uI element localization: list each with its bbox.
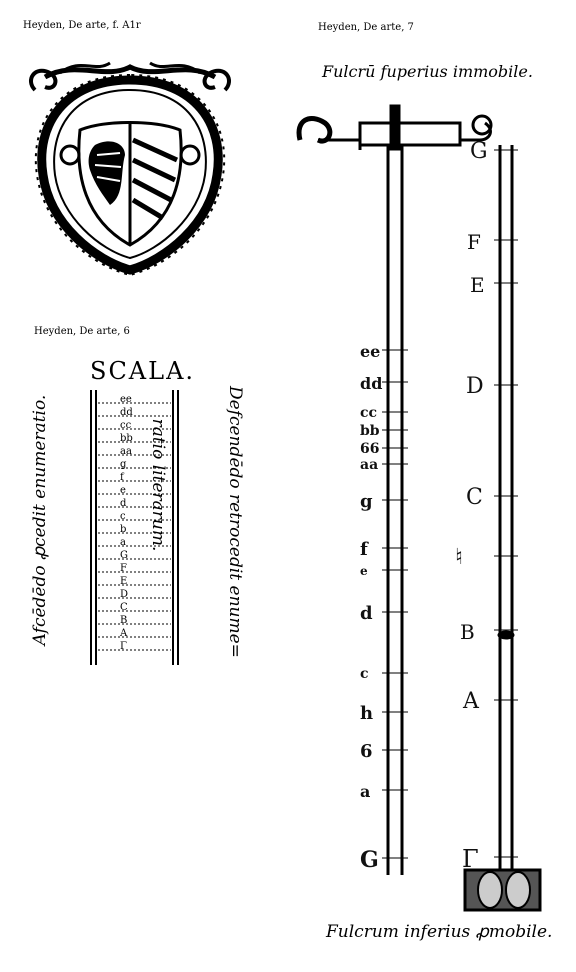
ladder-letter: E: [120, 576, 128, 587]
scala-right-vertical-text-1: Defcendēdo retrocedit enume=: [225, 386, 245, 658]
monochord-right-letter: G: [470, 139, 488, 164]
ladder-letter: f: [120, 472, 124, 483]
monochord-right-letter: F: [467, 230, 481, 254]
ladder-letter: ee: [120, 394, 132, 405]
monochord-right-letter: C: [466, 485, 483, 510]
monochord-left-letter: ee: [360, 342, 381, 361]
ladder-letter: c: [120, 511, 126, 522]
heraldic-crest-icon: [29, 61, 231, 277]
ladder-letter: Γ: [120, 641, 127, 652]
monochord-left-letter: d: [360, 603, 373, 624]
ladder-letter: dd: [120, 407, 133, 418]
ladder-letter: F: [120, 563, 127, 574]
monochord-right-letter: ♮: [455, 545, 463, 570]
ladder-letter: aa: [120, 446, 132, 457]
ladder-letter: C: [120, 602, 128, 613]
monochord-right-letter: E: [470, 273, 485, 297]
scala-title: SCALA.: [90, 357, 196, 385]
ladder-letter: b: [120, 524, 127, 535]
monochord-right-letter: Γ: [462, 845, 479, 873]
ladder-letter: B: [120, 615, 128, 626]
ladder-letter: G: [120, 550, 128, 561]
monochord-top-label: Fulcrū fuperius immobile.: [322, 62, 533, 81]
ladder-scale-icon: [90, 390, 179, 665]
monochord-left-letter: g: [360, 491, 373, 512]
ladder-letter: cc: [120, 420, 132, 431]
monochord-left-letter: f: [360, 539, 368, 560]
monochord-left-letter: h: [360, 703, 374, 724]
ladder-letter: A: [120, 628, 128, 639]
ladder-letter: e: [120, 485, 126, 496]
caption-scala: Heyden, De arte, 6: [34, 326, 130, 337]
monochord-left-letter: dd: [360, 374, 383, 393]
monochord-left-letter: aa: [360, 457, 379, 473]
monochord-icon: [296, 104, 542, 912]
ladder-letter: a: [120, 537, 126, 548]
monochord-left-letter: cc: [360, 405, 378, 421]
caption-crest: Heyden, De arte, f. A1r: [23, 20, 141, 31]
scala-left-vertical-text: Afcēdēdo ꝓcedit enumeratio.: [30, 394, 50, 646]
monochord-left-letter: 6: [360, 741, 373, 762]
monochord-left-letter: a: [360, 782, 371, 801]
monochord-right-letter: D: [466, 374, 484, 399]
monochord-right-letter: B: [460, 620, 475, 644]
monochord-bottom-label: Fulcrum inferius ꝓmobile.: [326, 922, 553, 942]
ladder-letter: d: [120, 498, 127, 509]
monochord-left-letter: 66: [360, 441, 380, 457]
monochord-left-letter: e: [360, 564, 368, 578]
ladder-letter: g: [120, 459, 127, 470]
monochord-left-letter: c: [360, 666, 369, 682]
monochord-right-letter: A: [463, 689, 479, 714]
monochord-left-letter: bb: [360, 423, 380, 439]
ladder-letter: D: [120, 589, 129, 600]
ladder-letter: bb: [120, 433, 133, 444]
monochord-left-letter: G: [360, 847, 379, 873]
caption-monochord: Heyden, De arte, 7: [318, 22, 414, 33]
